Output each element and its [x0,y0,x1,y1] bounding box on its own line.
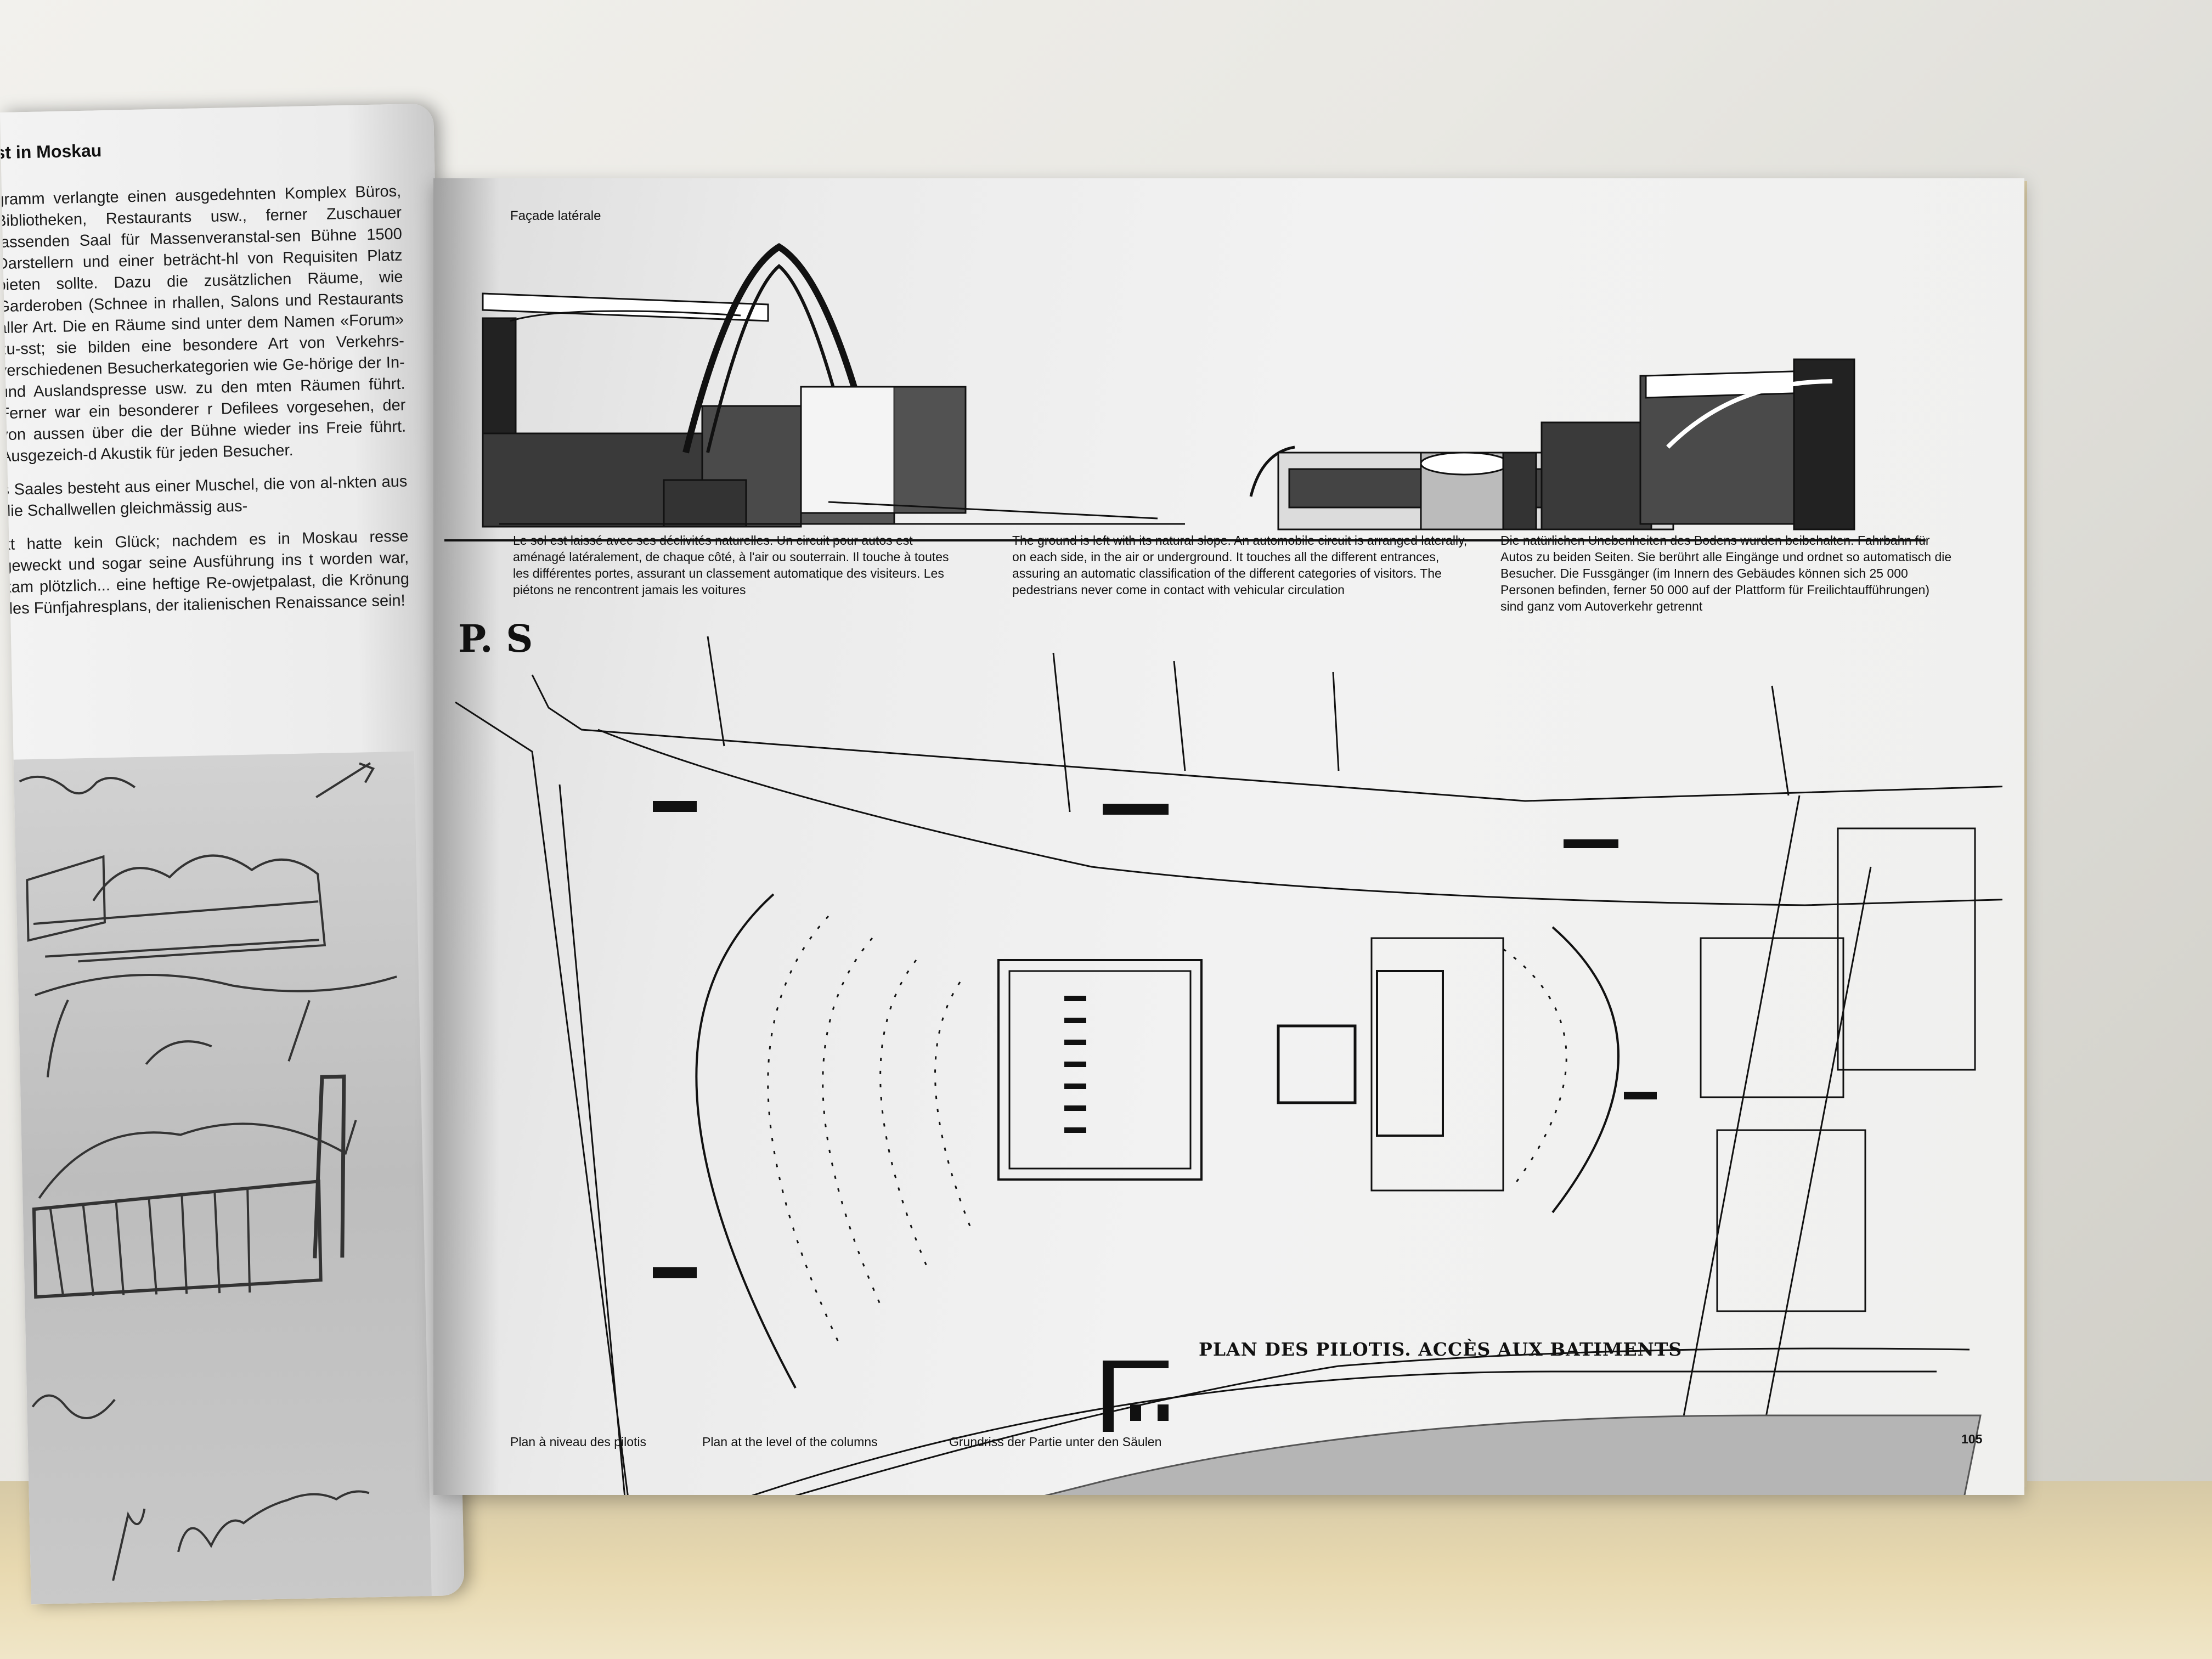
left-paragraph-1: gramm verlangte einen ausgedehnten Kompl… [0,182,407,466]
caption-english: The ground is left with its natural slop… [1012,533,1468,597]
page-number: 105 [1961,1432,1983,1446]
caption-german: Die natürlichen Unebenheiten des Bodens … [1500,533,1952,613]
left-page-heading: st in Moskau [0,140,102,163]
facade-label: Façade latérale [510,208,601,223]
footer-caption-french: Plan à niveau des pilotis [510,1435,647,1449]
left-paragraph-2: s Saales besteht aus einer Muschel, die … [1,472,408,521]
plan-title: PLAN DES PILOTIS. ACCÈS AUX BATIMENTS [1199,1339,1683,1360]
plan-ps-mark: P. S [458,617,533,661]
footer-caption-german: Grundriss der Partie unter den Säulen [949,1435,1162,1449]
pencil-sketch-image [8,751,432,1605]
footer-caption-english: Plan at the level of the columns [702,1435,878,1449]
left-paragraph-3: kt hatte kein Glück; nachdem es in Moska… [2,527,410,618]
site-plan-drawing [455,636,2002,1495]
sketch-drawing [19,762,397,1581]
left-page-text: gramm verlangte einen ausgedehnten Kompl… [0,181,410,632]
left-page: st in Moskau gramm verlangte einen ausge… [0,103,465,1605]
caption-french: Le sol est laissé avec ses déclivités na… [513,533,949,597]
side-elevation-drawing [444,242,1926,541]
right-page: Façade latérale [433,178,2024,1495]
